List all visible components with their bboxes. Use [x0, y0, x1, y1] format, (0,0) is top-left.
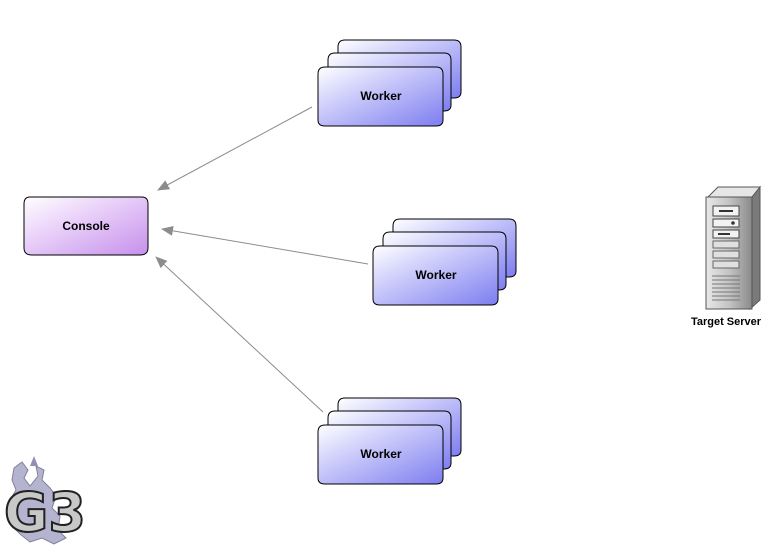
connector-worker-1-to-console	[157, 106, 313, 191]
console-node: Console	[23, 196, 149, 256]
connector-worker-2-to-console	[161, 225, 369, 265]
target-server: Target Server	[691, 185, 762, 328]
worker-label: Worker	[415, 268, 456, 282]
logo-text: G3	[4, 481, 86, 544]
worker-stack-2: Worker	[372, 218, 517, 306]
worker-label: Worker	[360, 447, 401, 461]
server-tower-icon	[705, 185, 762, 311]
worker-stack-1: Worker	[317, 39, 462, 127]
g3-logo-icon: G3	[3, 456, 87, 545]
worker-stack-3: Worker	[317, 397, 462, 485]
connector-worker-3-to-console	[155, 256, 324, 413]
console-label: Console	[62, 219, 110, 233]
target-server-label: Target Server	[691, 316, 762, 328]
worker-label: Worker	[360, 89, 401, 103]
